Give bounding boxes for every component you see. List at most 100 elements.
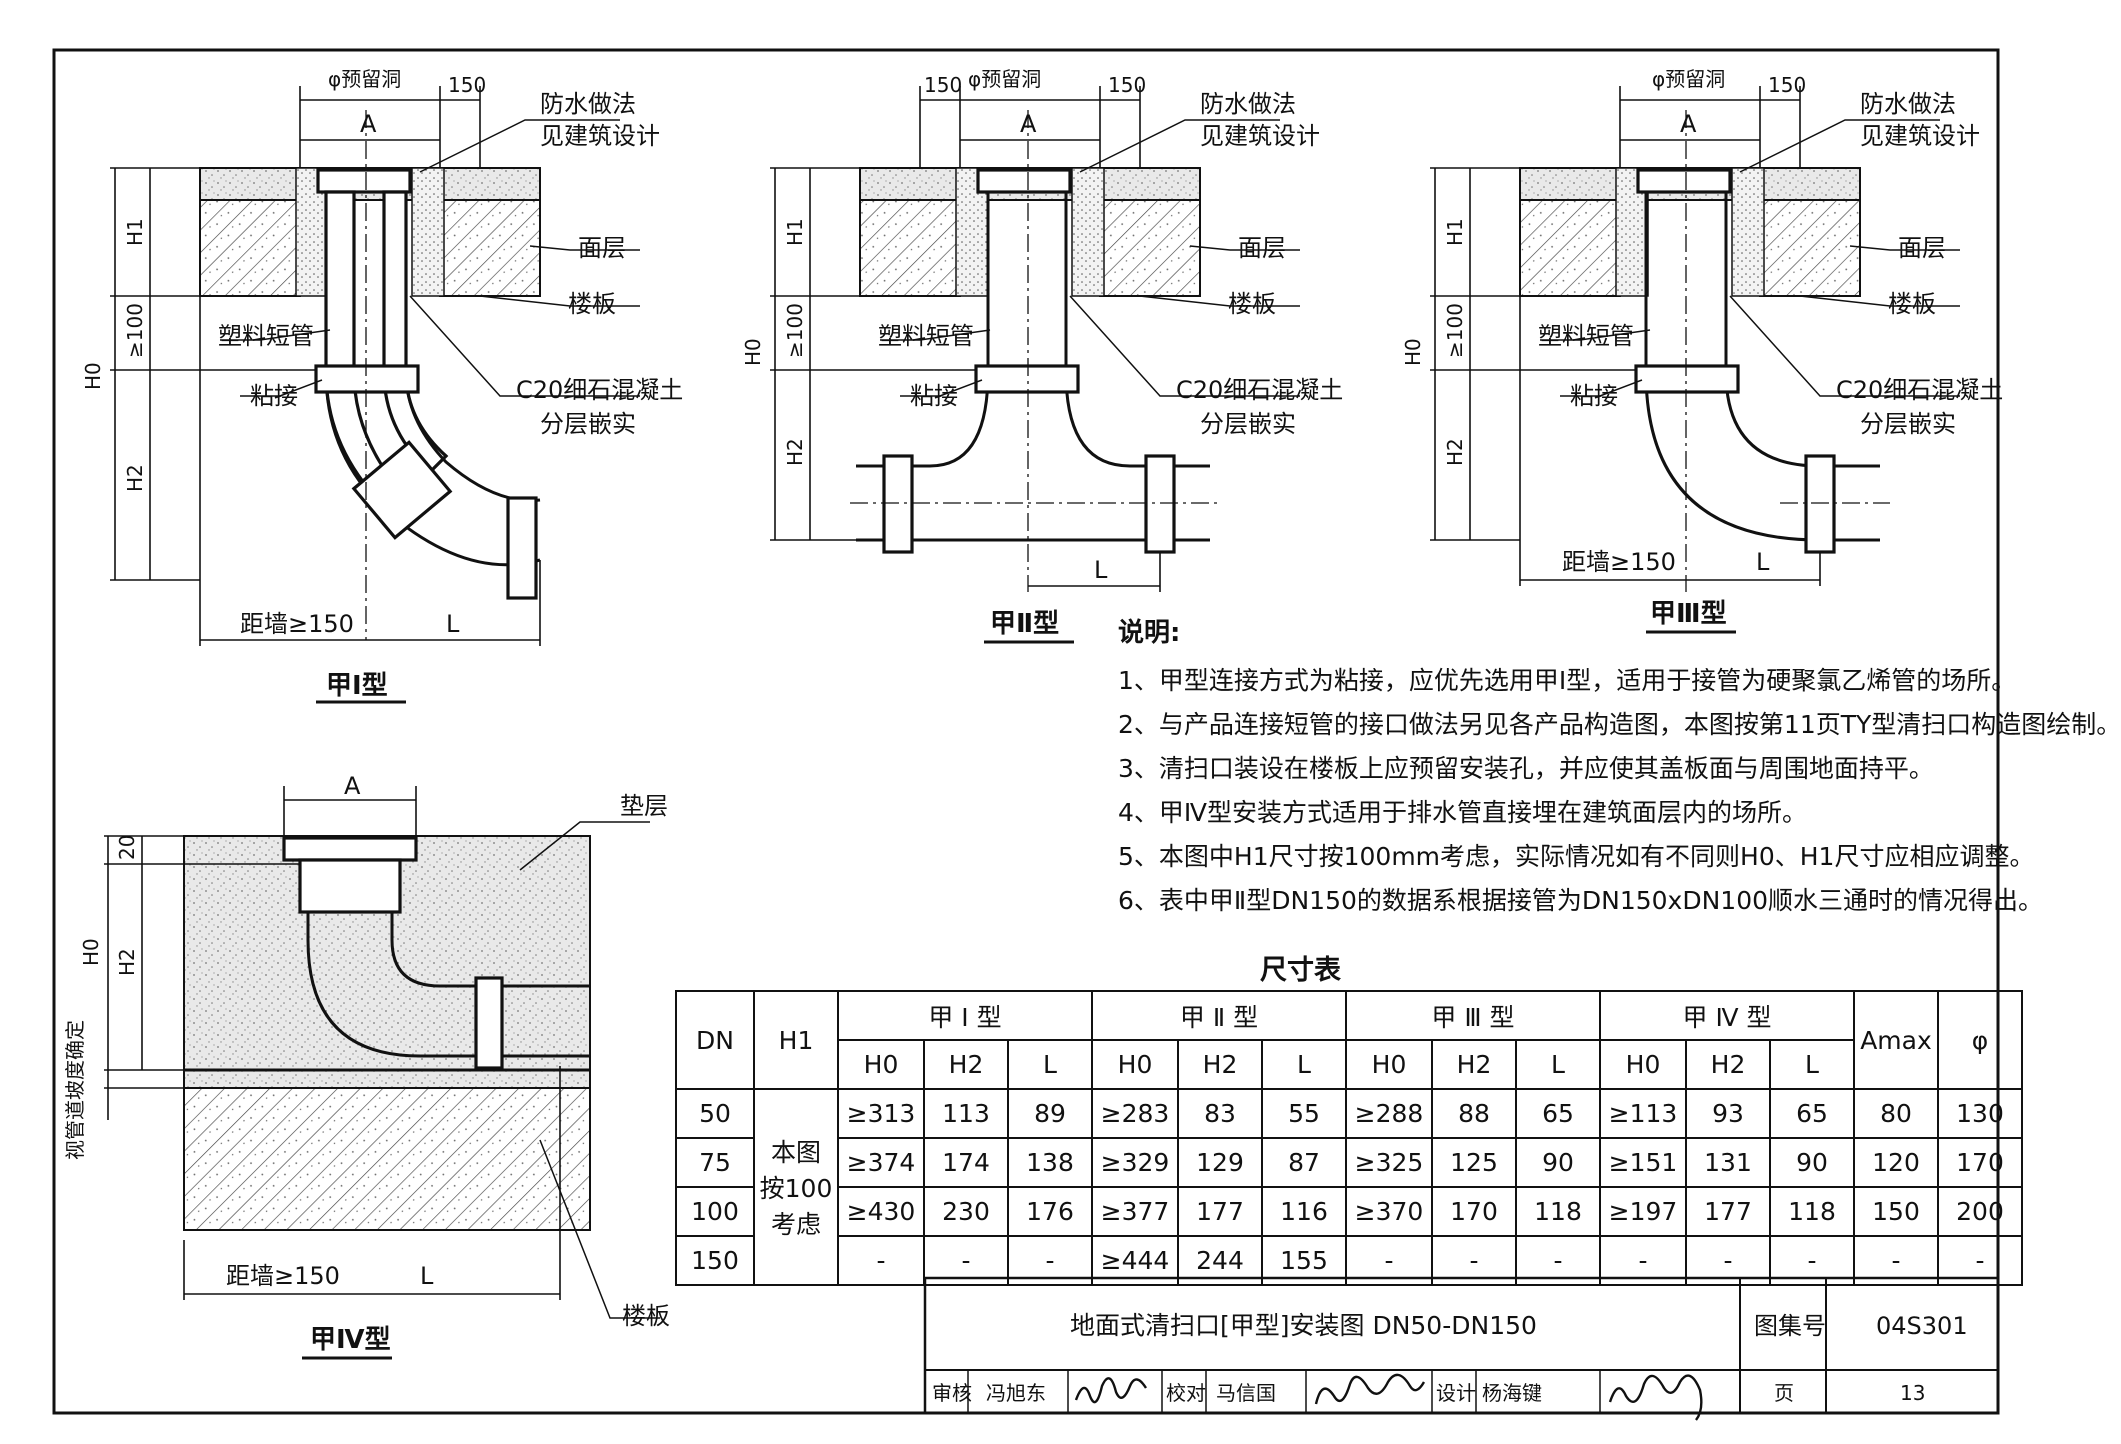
- label-ge100: ≥100: [1443, 303, 1467, 358]
- outlet-collar: [506, 496, 538, 600]
- notes-title: 说明:: [1118, 618, 1181, 648]
- check-label: 校对: [1166, 1381, 1206, 1405]
- table-cell: -: [923, 1235, 1009, 1286]
- table-cell: ≥329: [1091, 1137, 1179, 1188]
- table-cell: 89: [1007, 1088, 1093, 1139]
- header-type2: 甲 Ⅱ 型: [1091, 990, 1347, 1041]
- grout-right: [1071, 167, 1105, 297]
- table-cell: 170: [1431, 1186, 1517, 1237]
- label-h1: H1: [123, 218, 147, 246]
- grout-right: [411, 167, 445, 297]
- table-cell: ≥313: [837, 1088, 925, 1139]
- slab-left: [859, 199, 961, 297]
- caption-type1: 甲Ⅰ型: [326, 671, 388, 701]
- table-cell: 170: [1937, 1137, 2023, 1188]
- table-cell: 138: [1007, 1137, 1093, 1188]
- subheader-l: L: [1515, 1039, 1601, 1090]
- table-cell: -: [1685, 1235, 1771, 1286]
- table-cell: 88: [1431, 1088, 1517, 1139]
- label-wall: 距墙≥150: [240, 610, 354, 638]
- label-l: L: [1756, 548, 1770, 576]
- table-cell: ≥444: [1091, 1235, 1179, 1286]
- label-slope: 视管道坡度确定: [63, 1020, 87, 1160]
- label-hole: φ预留洞: [328, 67, 401, 91]
- pipe-collar: [474, 976, 504, 1070]
- table-cell: ≥113: [1599, 1088, 1687, 1139]
- label-hole: φ预留洞: [968, 67, 1041, 91]
- reviewer-signature: [1074, 1377, 1148, 1404]
- slab-right: [439, 199, 541, 297]
- label-h1: H1: [1443, 218, 1467, 246]
- label-a: A: [344, 772, 361, 800]
- cell-dn: 150: [675, 1235, 755, 1286]
- label-bond: 粘接: [910, 382, 958, 410]
- label-l: L: [446, 610, 460, 638]
- subheader-h0: H0: [1345, 1039, 1433, 1090]
- cleanout-cover: [976, 168, 1072, 194]
- outlet-collar: [1804, 454, 1836, 554]
- table-cell: -: [1599, 1235, 1687, 1286]
- bond-collar: [1634, 364, 1740, 394]
- label-bond: 粘接: [1570, 382, 1618, 410]
- label-150: 150: [1768, 73, 1806, 97]
- drawing-sheet: φ预留洞 150 A 防水做法 见建筑设计 面层 楼板 塑料短管 粘接 C20细…: [52, 48, 2003, 1421]
- table-cell: 176: [1007, 1186, 1093, 1237]
- label-h0: H0: [741, 338, 765, 366]
- table-cell: 174: [923, 1137, 1009, 1188]
- table-cell: 83: [1177, 1088, 1263, 1139]
- label-h1: H1: [783, 218, 807, 246]
- label-h0: H0: [79, 938, 103, 966]
- table-cell: -: [1515, 1235, 1601, 1286]
- label-wall: 距墙≥150: [1562, 548, 1676, 576]
- label-fill-1: C20细石混凝土: [1836, 376, 2003, 404]
- label-h2: H2: [783, 438, 807, 466]
- subheader-h0: H0: [837, 1039, 925, 1090]
- caption-type4: 甲Ⅳ型: [310, 1325, 391, 1355]
- table-cell: 177: [1685, 1186, 1771, 1237]
- label-waterproof-2: 见建筑设计: [1200, 122, 1320, 150]
- bond-collar: [314, 364, 420, 394]
- table-cell: 93: [1685, 1088, 1771, 1139]
- note-item: 6、表中甲Ⅱ型DN150的数据系根据接管为DN150xDN100顺水三通时的情况…: [1118, 886, 2044, 915]
- cleanout-body: [298, 858, 402, 914]
- label-h2: H2: [115, 948, 139, 976]
- title-block: 地面式清扫口[甲型]安装图 DN50-DN150 图集号 04S301 审核 冯…: [923, 1276, 2000, 1421]
- atlas-no: 04S301: [1876, 1312, 1968, 1340]
- figure-type3: φ预留洞 150 A 防水做法 见建筑设计 面层 楼板 塑料短管 粘接 C20细…: [1401, 67, 2003, 634]
- note-item: 2、与产品连接短管的接口做法另见各产品构造图，本图按第11页TY型清扫口构造图绘…: [1118, 710, 2121, 739]
- label-h0: H0: [1401, 338, 1425, 366]
- table-cell: ≥325: [1345, 1137, 1433, 1188]
- label-ge100: ≥100: [123, 303, 147, 358]
- bend-outer: [1644, 192, 1880, 542]
- reviewer: 冯旭东: [986, 1381, 1046, 1405]
- subheader-h0: H0: [1599, 1039, 1687, 1090]
- subheader-h2: H2: [1177, 1039, 1263, 1090]
- label-waterproof-2: 见建筑设计: [540, 122, 660, 150]
- table-cell: ≥197: [1599, 1186, 1687, 1237]
- table-cell: 113: [923, 1088, 1009, 1139]
- table-cell: ≥430: [837, 1186, 925, 1237]
- label-waterproof-2: 见建筑设计: [1860, 122, 1980, 150]
- subheader-h2: H2: [1431, 1039, 1517, 1090]
- label-surface: 面层: [578, 234, 626, 262]
- slab-left: [1519, 199, 1621, 297]
- table-cell: ≥283: [1091, 1088, 1179, 1139]
- dimension-table: DN H1 甲 Ⅰ 型 甲 Ⅱ 型 甲 Ⅲ 型 甲 Ⅳ 型 Amax φ H0 …: [675, 990, 2023, 1286]
- h1-note-line: 本图: [770, 1138, 821, 1167]
- label-150b: 150: [1108, 73, 1146, 97]
- label-surface: 面层: [1238, 234, 1286, 262]
- label-slab: 楼板: [1228, 290, 1276, 318]
- table-cell: 55: [1261, 1088, 1347, 1139]
- label-surface: 面层: [1898, 234, 1946, 262]
- checker-signature: [1314, 1373, 1426, 1405]
- checker: 马信国: [1216, 1381, 1276, 1405]
- note-item: 4、甲Ⅳ型安装方式适用于排水管直接埋在建筑面层内的场所。: [1118, 798, 1807, 827]
- bend-outer: [306, 912, 590, 1058]
- note-item: 1、甲型连接方式为粘接，应优先选用甲Ⅰ型，适用于接管为硬聚氯乙烯管的场所。: [1118, 666, 2017, 695]
- table-cell: 200: [1937, 1186, 2023, 1237]
- table-cell: 131: [1685, 1137, 1771, 1188]
- table-cell: 87: [1261, 1137, 1347, 1188]
